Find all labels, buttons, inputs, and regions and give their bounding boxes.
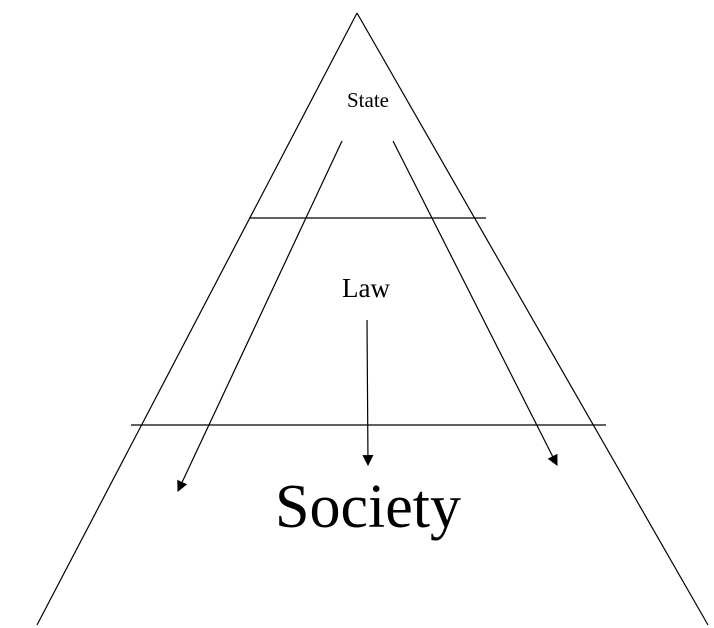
pyramid-right-edge (356, 12, 709, 626)
label-law: Law (342, 273, 390, 303)
arrow-center (362, 319, 374, 467)
arrow-left (177, 140, 343, 492)
label-society: Society (275, 473, 461, 541)
arrow-right (392, 140, 558, 466)
label-state: State (347, 88, 389, 112)
pyramid-left-edge (36, 12, 358, 626)
